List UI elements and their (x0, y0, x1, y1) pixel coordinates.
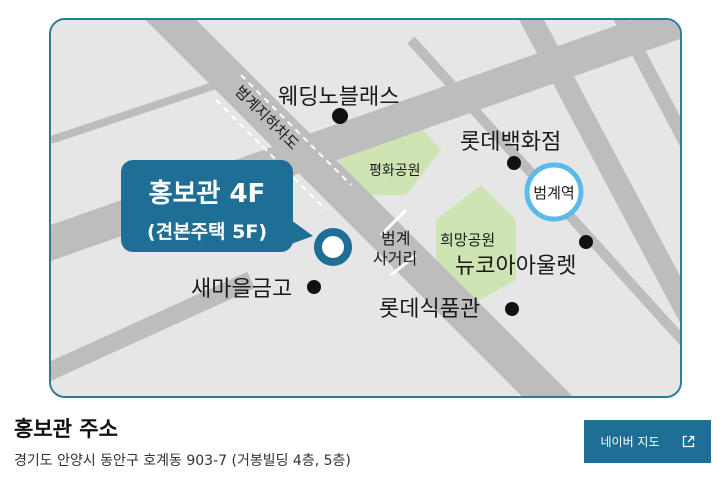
label-new-core-outlet: 뉴코아아울렛 (455, 254, 576, 279)
address-text: 경기도 안양시 동안구 호계동 903-7 (거봉빌딩 4층, 5층) (14, 453, 351, 469)
label-lotte-food-hall: 롯데식품관 (379, 297, 480, 322)
address-title: 홍보관 주소 (14, 417, 118, 441)
hongbo-callout: 홍보관 4F (견본주택 5F) (121, 160, 313, 252)
marker-new-core-outlet (579, 235, 593, 249)
callout-title: 홍보관 4F (149, 179, 266, 209)
road-diagonal-cross (145, 20, 573, 396)
marker-wedding-noblesse (332, 108, 348, 124)
label-saemaeul-geumgo: 새마을금고 (191, 277, 292, 302)
beomgye-station-icon (524, 162, 584, 222)
map-canvas: 웨딩노블래스 범계지하차도 롯데백화점 평화공원 범계역 홍보관 4F (견본주… (51, 20, 680, 396)
callout-pointer (291, 220, 313, 244)
label-intersection-line2: 사거리 (373, 249, 417, 268)
callout-subtitle: (견본주택 5F) (147, 221, 267, 243)
label-pyeonghwa-park: 평화공원 (369, 163, 421, 179)
label-wedding-noblesse: 웨딩노블래스 (278, 85, 399, 110)
label-heemang-park: 희망공원 (440, 231, 495, 249)
road-southwest (51, 271, 255, 381)
callout-box (121, 160, 293, 252)
heemang-park-area (436, 185, 516, 305)
external-link-icon (682, 435, 695, 448)
marker-lotte-food-hall (505, 302, 519, 316)
naver-map-button[interactable]: 네이버 지도 (584, 420, 711, 463)
label-beomgye-station: 범계역 (533, 184, 574, 202)
hongbo-location-marker (314, 228, 352, 266)
underpass-lines (215, 74, 352, 211)
intersection-marks (379, 208, 417, 277)
naver-map-button-label: 네이버 지도 (600, 435, 660, 449)
label-lotte-department-store: 롯데백화점 (460, 130, 561, 155)
road-far-east (613, 20, 680, 147)
label-intersection-line1: 범계 (381, 229, 410, 248)
location-map: 웨딩노블래스 범계지하차도 롯데백화점 평화공원 범계역 홍보관 4F (견본주… (49, 18, 682, 398)
road-minor-2 (51, 76, 233, 144)
marker-saemaeul-geumgo (307, 280, 321, 294)
marker-lotte-department-store (507, 156, 521, 170)
road-east (519, 20, 680, 323)
